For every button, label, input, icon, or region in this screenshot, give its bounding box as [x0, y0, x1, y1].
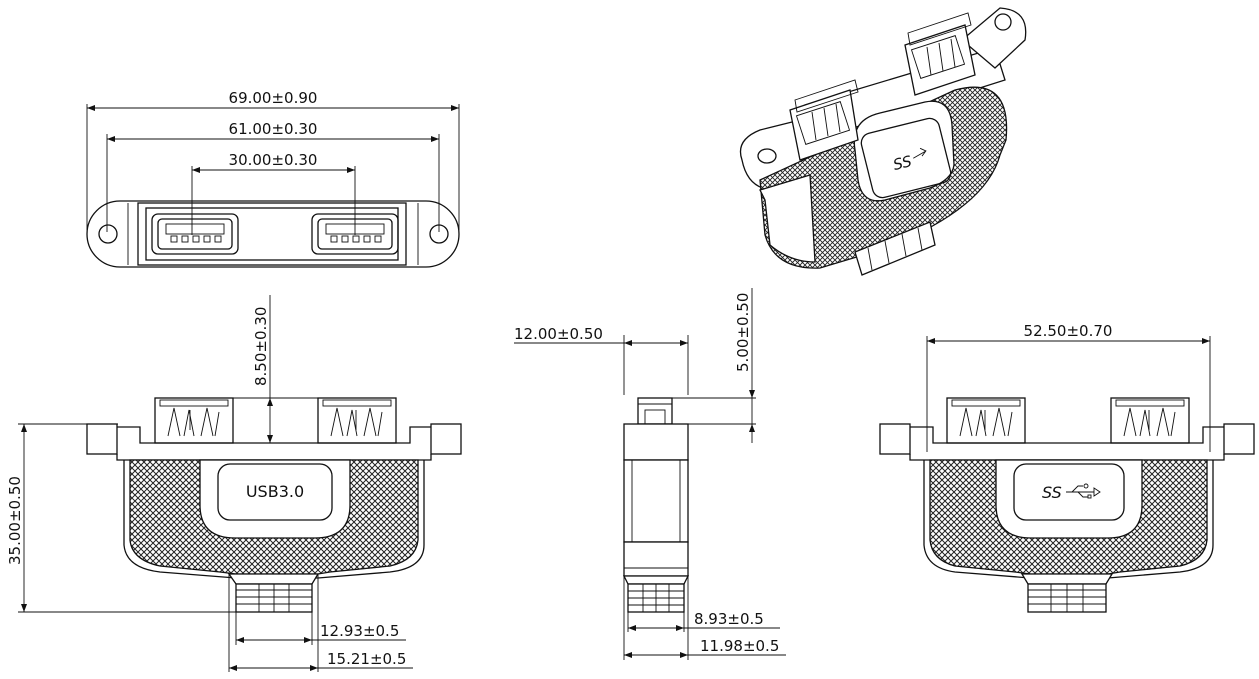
front-cable-relief [227, 573, 320, 613]
dim-total-height: 35.00±0.50 [6, 476, 24, 565]
rear-usb-port-left [946, 397, 1026, 444]
dim-cable-outer: 15.21±0.5 [327, 650, 406, 668]
usb-port-right [311, 213, 399, 255]
iso-ss-logo: SS [891, 152, 914, 174]
mount-hole-left [98, 224, 118, 244]
dim-port-height: 8.50±0.30 [252, 307, 270, 386]
dim-hole-spacing: 61.00±0.30 [229, 120, 318, 138]
isometric-view: SS [739, 7, 1027, 276]
usb-port-left [151, 213, 239, 255]
usb-label-text: USB3.0 [246, 482, 304, 501]
dim-cable-inner: 12.93±0.5 [320, 622, 399, 640]
rear-usb-port-right [1110, 397, 1190, 444]
dim-body-width: 52.50±0.70 [1024, 322, 1113, 340]
iso-usb-port-right [904, 12, 976, 96]
dim-side-cable-inner: 8.93±0.5 [694, 610, 764, 628]
dim-overall-width: 69.00±0.90 [229, 89, 318, 107]
mount-hole-right [429, 224, 449, 244]
rear-view: 52.50±0.70 SS [879, 322, 1255, 613]
rear-ss-logo: SS [1042, 483, 1062, 502]
dim-port-spacing: 30.00±0.30 [229, 151, 318, 169]
front-usb-port-left [154, 397, 234, 444]
top-view: 69.00±0.90 61.00±0.30 30.00±0.30 [86, 89, 460, 268]
side-view: 12.00±0.50 5.00±0.50 8.93±0.5 [514, 288, 786, 660]
usb-trident-icon [1066, 483, 1101, 499]
front-usb-port-right [317, 397, 397, 444]
rear-logo-plate [1013, 463, 1125, 521]
dim-port-protrusion: 5.00±0.50 [734, 293, 752, 372]
usb-label-plate [217, 463, 333, 521]
top-view-flange [86, 200, 460, 268]
iso-usb-port-left [789, 79, 859, 161]
rear-cable-relief [1020, 573, 1114, 613]
front-view: 8.50±0.30 35.00±0.50 USB3. [6, 295, 462, 672]
dim-side-cable-outer: 11.98±0.5 [700, 637, 779, 655]
dim-side-width: 12.00±0.50 [514, 325, 603, 343]
